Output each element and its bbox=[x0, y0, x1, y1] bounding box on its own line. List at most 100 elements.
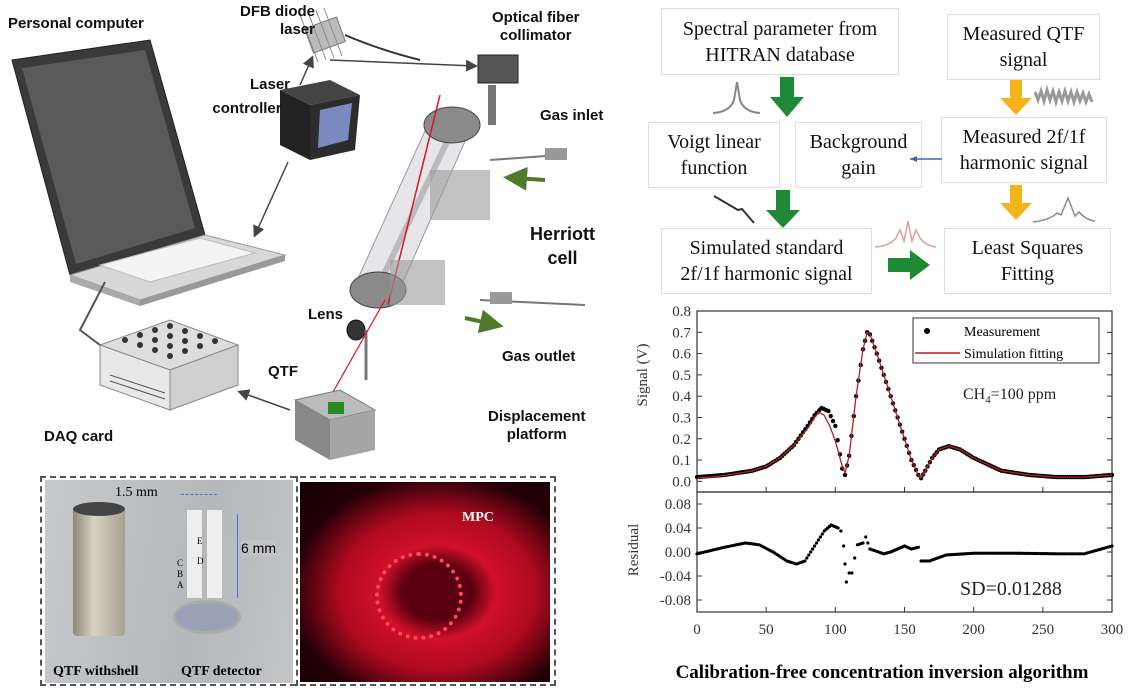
qtf-base bbox=[173, 600, 241, 634]
residual-ylabel: Residual bbox=[626, 524, 642, 577]
point-d: D bbox=[197, 556, 204, 566]
height-dimension: 6 mm bbox=[241, 540, 276, 556]
chart-title: Calibration-free concentration inversion… bbox=[676, 662, 1089, 683]
least-squares-line2: Fitting bbox=[1000, 263, 1055, 285]
gas-inlet-arrow bbox=[503, 166, 546, 191]
herriott-cell-label: Herriott cell bbox=[530, 222, 595, 270]
legend-fit: Simulation fitting bbox=[964, 347, 1063, 362]
qtf-detector-caption: QTF detector bbox=[181, 664, 262, 679]
collimator-icon bbox=[477, 54, 519, 125]
residual-point bbox=[814, 541, 819, 545]
point-b: B bbox=[177, 569, 184, 579]
mpc-spot-ring bbox=[375, 552, 463, 640]
green-down-arrow-1 bbox=[770, 77, 804, 117]
displacement-platform-icon bbox=[293, 389, 377, 460]
qtf-prong-right bbox=[207, 510, 222, 598]
residual-point bbox=[842, 544, 846, 548]
ytick-label: -0.08 bbox=[660, 593, 691, 609]
ytick-label: 0.3 bbox=[672, 410, 691, 426]
measurement-point bbox=[835, 437, 840, 443]
background-line-icon bbox=[713, 195, 755, 224]
voigt-box: Voigt linear function bbox=[648, 122, 780, 188]
ytick-label: 0.00 bbox=[665, 545, 691, 561]
ytick-label: 0.6 bbox=[672, 347, 691, 363]
collimator-label: Optical fiber collimator bbox=[492, 9, 580, 45]
flowchart-arrows bbox=[712, 77, 1096, 280]
residual-point bbox=[866, 541, 870, 545]
yellow-down-arrow-1 bbox=[1000, 80, 1032, 115]
residual-point bbox=[812, 544, 817, 548]
measurement-point bbox=[842, 472, 848, 478]
qtf-label: QTF bbox=[268, 363, 298, 380]
xtick-label: 200 bbox=[962, 622, 985, 638]
point-c: C bbox=[177, 558, 184, 568]
dfb-laser-icon bbox=[299, 7, 421, 63]
mpc-label: MPC bbox=[462, 510, 494, 525]
residual-point bbox=[809, 550, 813, 554]
ytick-label: 0.4 bbox=[672, 389, 691, 405]
background-line2: gain bbox=[841, 157, 876, 179]
xtick-label: 250 bbox=[1032, 622, 1055, 638]
xtick-label: 50 bbox=[759, 622, 774, 638]
residual-point bbox=[820, 532, 824, 536]
legend-measurement-marker bbox=[924, 328, 930, 334]
width-dimension: 1.5 mm bbox=[115, 485, 158, 500]
voigt-line2: function bbox=[680, 157, 748, 179]
collimator-label-line1: Optical fiber bbox=[492, 9, 580, 26]
residual-point bbox=[805, 556, 809, 560]
simulated-line2: 2f/1f harmonic signal bbox=[680, 263, 853, 285]
qtf-signal-line2: signal bbox=[999, 49, 1048, 71]
signal-ylabel: Signal (V) bbox=[635, 344, 651, 407]
mpc-photo: MPC bbox=[300, 482, 550, 682]
fitting-chart: 0.00.10.20.30.40.50.60.70.8-0.08-0.040.0… bbox=[626, 304, 1124, 683]
residual-point bbox=[807, 553, 811, 557]
residual-point bbox=[844, 580, 848, 584]
ytick-label: 0.04 bbox=[665, 521, 692, 537]
measured-curve-icon bbox=[1032, 195, 1096, 223]
laser-controller-label-line1: Laser bbox=[249, 76, 291, 93]
measured-harmonic-line2: harmonic signal bbox=[959, 152, 1089, 174]
displacement-platform-label: Displacement platform bbox=[488, 408, 586, 444]
laser-controller-icon bbox=[280, 80, 360, 160]
qtf-photo: 1.5 mm 6 mm A B C D E QTF withshell QTF … bbox=[45, 480, 293, 683]
measurement-point bbox=[826, 408, 831, 414]
xtick-label: 100 bbox=[824, 622, 847, 638]
qtf-icon bbox=[328, 402, 344, 414]
qtf-prong-left bbox=[187, 510, 202, 598]
ytick-label: 0.7 bbox=[672, 325, 691, 341]
residual-point bbox=[836, 526, 840, 530]
herriott-label-line2: cell bbox=[547, 248, 578, 268]
lens-label: Lens bbox=[308, 306, 344, 323]
green-right-arrow bbox=[888, 250, 930, 280]
xtick-label: 150 bbox=[893, 622, 916, 638]
laser-controller-label: Laser controller bbox=[212, 76, 290, 118]
collimator-label-line2: collimator bbox=[499, 27, 572, 44]
xtick-label: 300 bbox=[1101, 622, 1124, 638]
noise-signal-icon bbox=[1033, 84, 1094, 108]
residual-point bbox=[818, 535, 822, 539]
photo-panel bbox=[40, 476, 556, 686]
fit-line bbox=[696, 331, 1113, 480]
measured-harmonic-line1: Measured 2f/1f bbox=[962, 126, 1086, 148]
setup-illustration bbox=[11, 7, 586, 460]
gas-outlet-arrow bbox=[464, 309, 504, 334]
herriott-label-line1: Herriott bbox=[530, 224, 596, 244]
residual-point bbox=[803, 559, 807, 563]
width-arrow bbox=[181, 494, 217, 495]
residual-point bbox=[850, 571, 854, 575]
measurement-point bbox=[800, 430, 806, 435]
ytick-label: 0.1 bbox=[672, 453, 691, 469]
residual-point bbox=[1110, 544, 1114, 548]
lens-icon bbox=[346, 319, 366, 341]
laptop-icon bbox=[11, 39, 287, 306]
daq-card-label: DAQ card bbox=[44, 428, 114, 445]
voigt-line1: Voigt linear bbox=[667, 131, 761, 153]
residual-point bbox=[843, 562, 847, 566]
green-down-arrow-2 bbox=[766, 190, 800, 228]
gas-inlet-label: Gas inlet bbox=[540, 107, 604, 124]
ytick-label: 0.2 bbox=[672, 432, 691, 448]
ytick-label: 0.8 bbox=[672, 304, 691, 320]
legend-box bbox=[912, 317, 1100, 364]
